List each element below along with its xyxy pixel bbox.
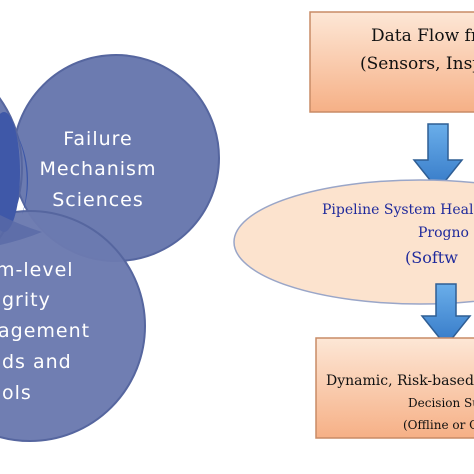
failure-label-line3: Sciences [52, 189, 144, 211]
decision-line3: (Offline or O [403, 418, 474, 432]
health-prognostics-ellipse [233, 179, 474, 305]
integrity-label-line4: ds and [2, 351, 72, 373]
ellipse-line2: Progno [418, 225, 469, 241]
data-flow-box [309, 11, 474, 113]
arrow-down-icon [420, 283, 472, 348]
integrity-label-line5: ols [2, 382, 32, 404]
decision-line2: Decision Su [408, 396, 474, 410]
ellipse-line1: Pipeline System Heal [322, 202, 474, 218]
failure-label-line1: Failure [63, 128, 133, 150]
data-flow-line2: (Sensors, Insp [360, 54, 474, 74]
venn-diagram: Failure Mechanism Sciences m-level grity… [0, 54, 220, 442]
integrity-label-line2: grity [2, 289, 51, 311]
venn-overlap-bottom [0, 215, 42, 245]
ellipse-line3: (Softw [405, 248, 458, 267]
integrity-label-line3: agement [0, 320, 90, 342]
venn-circle-integrity-management [0, 210, 146, 442]
venn-overlap-highlight [0, 112, 20, 232]
decision-support-box [315, 337, 474, 439]
integrity-label-line1: m-level [0, 259, 74, 281]
decision-line1: Dynamic, Risk-based [326, 373, 474, 389]
data-flow-line1: Data Flow fr [371, 26, 474, 46]
flow-diagram: Data Flow fr (Sensors, Insp Pipeline Sys… [233, 11, 474, 439]
arrow-down-icon [412, 123, 464, 192]
failure-label-line2: Mechanism [40, 158, 157, 180]
